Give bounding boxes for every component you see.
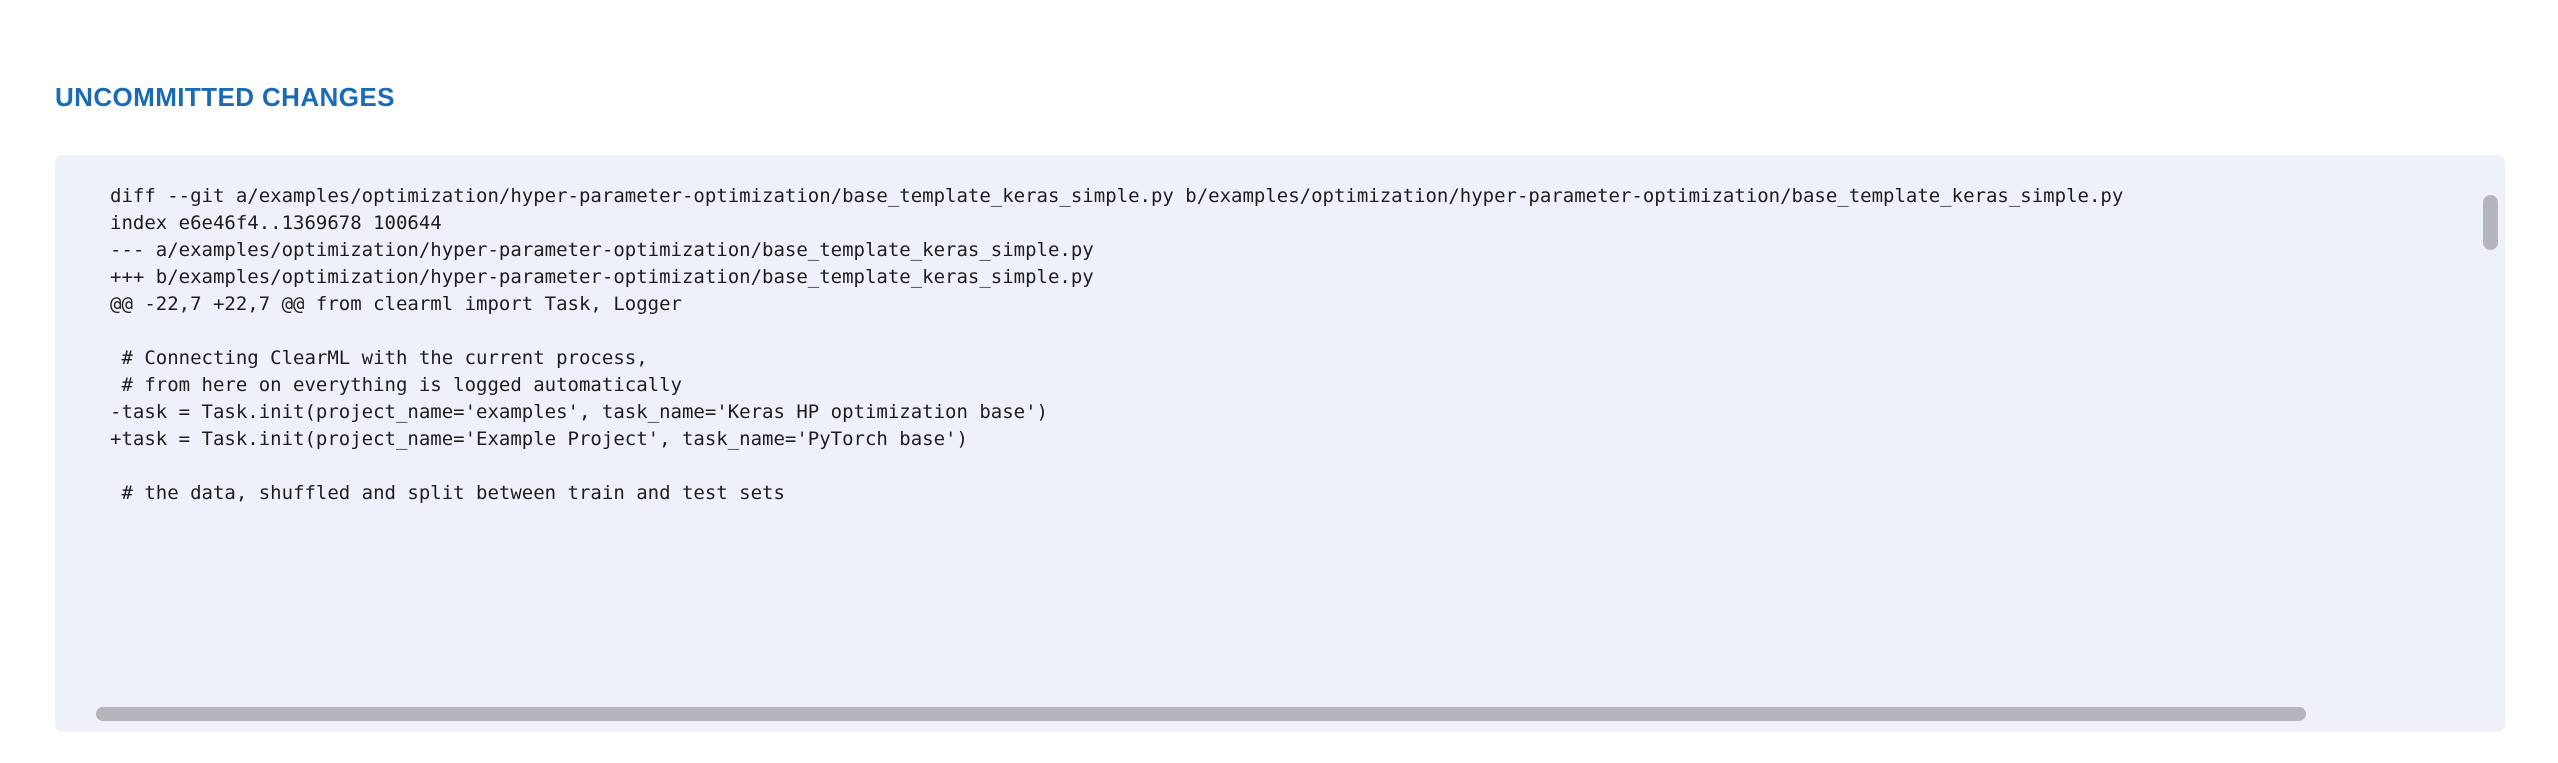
diff-scroll-area[interactable]: diff --git a/examples/optimization/hyper… <box>55 155 2505 732</box>
diff-line: # the data, shuffled and split between t… <box>110 482 785 504</box>
diff-line: # Connecting ClearML with the current pr… <box>110 347 648 369</box>
uncommitted-changes-panel: diff --git a/examples/optimization/hyper… <box>55 155 2505 732</box>
vertical-scrollbar[interactable] <box>2483 165 2498 722</box>
diff-line-blank <box>110 318 2123 345</box>
horizontal-scrollbar[interactable] <box>65 707 2495 721</box>
diff-line-removed: -task = Task.init(project_name='examples… <box>110 401 1048 423</box>
diff-line-blank <box>110 453 2123 480</box>
diff-code-block: diff --git a/examples/optimization/hyper… <box>110 183 2123 507</box>
page-title: UNCOMMITTED CHANGES <box>55 82 395 112</box>
vertical-scrollbar-thumb[interactable] <box>2483 195 2498 250</box>
diff-line: +++ b/examples/optimization/hyper-parame… <box>110 266 1094 288</box>
diff-line: index e6e46f4..1369678 100644 <box>110 212 442 234</box>
diff-line: diff --git a/examples/optimization/hyper… <box>110 185 2124 207</box>
horizontal-scrollbar-thumb[interactable] <box>96 707 2306 721</box>
diff-line: --- a/examples/optimization/hyper-parame… <box>110 239 1094 261</box>
diff-line: @@ -22,7 +22,7 @@ from clearml import Ta… <box>110 293 682 315</box>
diff-line: # from here on everything is logged auto… <box>110 374 682 396</box>
diff-line-added: +task = Task.init(project_name='Example … <box>110 428 968 450</box>
